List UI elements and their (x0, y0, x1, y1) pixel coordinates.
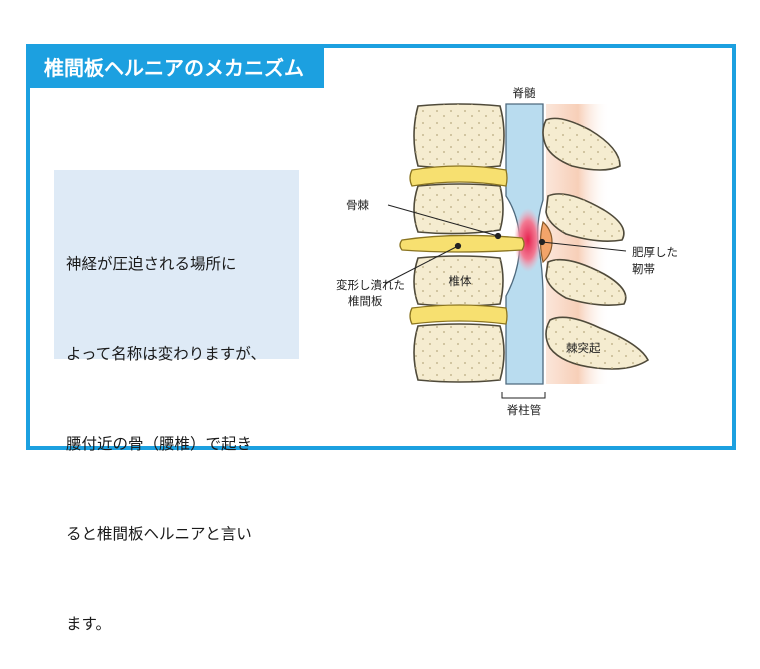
label-vertebral-body: 椎体 (449, 274, 472, 288)
title-bar (26, 44, 324, 88)
disc-3 (409, 304, 508, 325)
description-box (54, 170, 299, 359)
description-line: ます。 (66, 615, 111, 633)
bone-spur-leader (387, 204, 499, 237)
description-line: ると椎間板ヘルニアと言い (66, 525, 252, 543)
description-line: よって名称は変わりますが、 (66, 345, 266, 363)
compression-highlight (514, 208, 542, 272)
label-ligament-1: 肥厚した (632, 245, 678, 259)
disc-1 (409, 165, 508, 187)
spine-illustration: 脊髄 骨棘 変形し潰れた 椎間板 椎体 肥厚した 靭帯 棘突起 脊柱管 (336, 86, 678, 417)
ligament-leader (541, 241, 627, 252)
canal-bracket (501, 392, 546, 399)
label-deformed-disc-1: 変形し潰れた (336, 278, 405, 292)
description-line: 神経が圧迫される場所に (66, 255, 237, 273)
label-ligament-2: 靭帯 (632, 262, 655, 276)
disc-deformed (399, 234, 525, 253)
label-spinal-cord: 脊髄 (513, 86, 536, 100)
label-spinous-process: 棘突起 (566, 341, 601, 355)
label-spinal-canal: 脊柱管 (507, 403, 542, 417)
page-title: 椎間板ヘルニアのメカニズム (44, 56, 304, 80)
description-line: 腰付近の骨（腰椎）で起き (66, 435, 253, 453)
disc-leader (385, 245, 459, 284)
label-bone-spur: 骨棘 (346, 198, 369, 212)
label-deformed-disc-2: 椎間板 (348, 294, 383, 308)
